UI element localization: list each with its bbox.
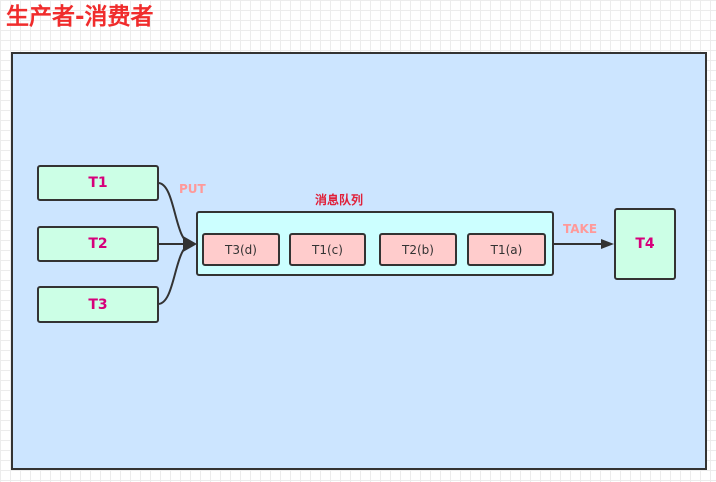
message-label: T1(a) bbox=[490, 242, 523, 257]
consumer-t4-label: T4 bbox=[635, 236, 655, 252]
message-label: T1(c) bbox=[312, 242, 343, 257]
message-t1-c[interactable]: T1(c) bbox=[289, 233, 366, 266]
producer-t3[interactable]: T3 bbox=[37, 286, 159, 323]
message-label: T3(d) bbox=[225, 242, 257, 257]
take-label: TAKE bbox=[563, 222, 598, 236]
message-t2-b[interactable]: T2(b) bbox=[379, 233, 457, 266]
producer-t1-label: T1 bbox=[88, 175, 108, 191]
producer-t3-label: T3 bbox=[88, 296, 108, 313]
queue-label: 消息队列 bbox=[315, 193, 364, 207]
producer-t1[interactable]: T1 bbox=[37, 165, 159, 201]
page-title: 生产者-消费者 bbox=[6, 4, 154, 30]
message-t3-d[interactable]: T3(d) bbox=[202, 233, 280, 266]
put-label: PUT bbox=[179, 182, 206, 196]
producer-t2-label: T2 bbox=[88, 236, 108, 252]
consumer-t4[interactable]: T4 bbox=[614, 208, 676, 280]
message-t1-a[interactable]: T1(a) bbox=[467, 233, 546, 266]
producer-t2[interactable]: T2 bbox=[37, 226, 159, 262]
message-label: T2(b) bbox=[402, 242, 434, 257]
